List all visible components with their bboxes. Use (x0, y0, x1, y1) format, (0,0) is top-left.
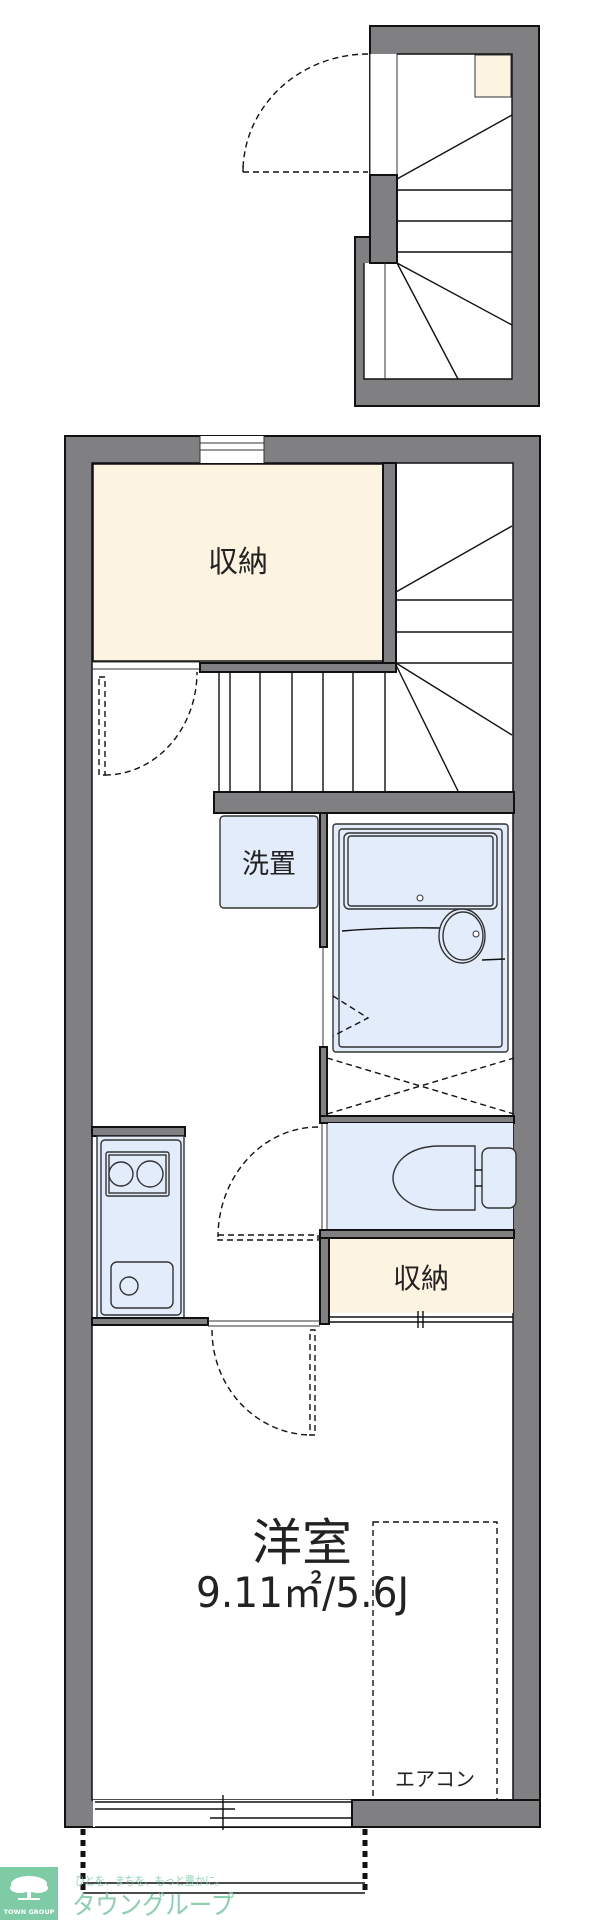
loft-stair-block (242, 25, 540, 407)
western-room-area: 9.11㎡/5.6J (196, 1568, 409, 1617)
burner (136, 1160, 164, 1188)
unit-bath (332, 823, 509, 1053)
main-unit: 収納 洗置 (64, 435, 541, 1830)
small-storage (474, 54, 512, 98)
window-bottom (95, 1795, 352, 1830)
washer-space (219, 815, 319, 909)
storage-upper-label: 収納 (208, 545, 268, 580)
tree-icon (10, 1876, 48, 1900)
window-top (199, 436, 265, 463)
kitchen-sink (110, 1261, 174, 1309)
town-group-logo: TOWN GROUP ひとを、まちを、もっと豊かに。 タウングループ (0, 1867, 234, 1920)
bath-door-opening (326, 1057, 515, 1115)
stairs-upper (384, 114, 513, 380)
storage-upper-room (92, 463, 384, 662)
door-swing-room (211, 1329, 316, 1436)
door-swing-storage (98, 671, 198, 776)
balcony (80, 1829, 368, 1894)
air-conditioner-label: エアコン (395, 1767, 475, 1791)
storage-lower-room (330, 1239, 513, 1313)
door-swing-loft (242, 53, 369, 173)
washer-label: 洗置 (242, 849, 296, 880)
kitchen-unit (96, 1135, 185, 1319)
toilet (392, 1145, 517, 1211)
burner (108, 1161, 134, 1187)
logo-name: タウングループ (72, 1891, 234, 1920)
logo-badge-text: TOWN GROUP (4, 1908, 55, 1916)
storage-lower-label: 収納 (393, 1262, 449, 1295)
stairs-main (218, 525, 513, 792)
western-room-label: 洋室 (252, 1514, 352, 1572)
door-swing-toilet (217, 1126, 319, 1241)
logo-tagline: ひとを、まちを、もっと豊かに。 (75, 1874, 225, 1888)
